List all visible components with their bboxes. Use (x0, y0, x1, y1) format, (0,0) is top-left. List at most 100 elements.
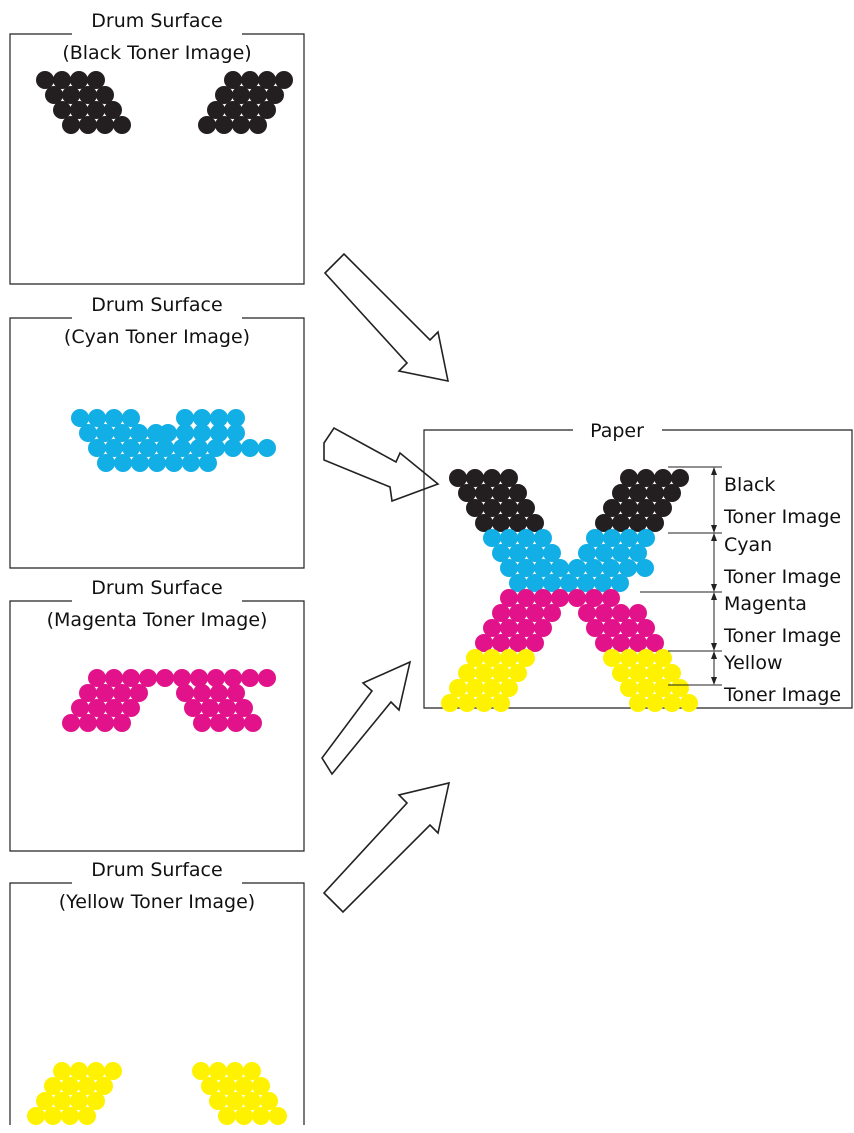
toner-dot-magenta (88, 669, 106, 687)
toner-dot-yellow (78, 1107, 96, 1125)
toner-dot-magenta (173, 669, 191, 687)
paper-dot-yellow (458, 694, 476, 712)
toner-dot-yellow (44, 1077, 62, 1095)
toner-dot-magenta (190, 669, 208, 687)
toner-dot-yellow (252, 1077, 270, 1095)
toner-dot-yellow (260, 1092, 278, 1110)
paper-dot-magenta (492, 634, 510, 652)
paper-dot-cyan (637, 529, 655, 547)
paper-dot-cyan (500, 559, 518, 577)
paper-dot-yellow (637, 649, 655, 667)
toner-dot-yellow (252, 1107, 270, 1125)
paper-dot-black (671, 469, 689, 487)
toner-dot-magenta (113, 714, 131, 732)
drum-subtitle-magenta: (Magenta Toner Image) (47, 609, 268, 631)
toner-dot-magenta (227, 684, 245, 702)
toner-dot-magenta (210, 714, 228, 732)
toner-dot-magenta (156, 669, 174, 687)
paper-dot-yellow (517, 649, 535, 667)
paper-dot-yellow (654, 649, 672, 667)
paper-dot-black (612, 514, 630, 532)
paper-dot-magenta (602, 589, 620, 607)
toner-dot-yellow (209, 1092, 227, 1110)
toner-dot-magenta (193, 714, 211, 732)
toner-dot-cyan (210, 409, 228, 427)
toner-dot-magenta (130, 684, 148, 702)
paper-dot-magenta (629, 604, 647, 622)
paper-dot-cyan (585, 559, 603, 577)
toner-dot-black (53, 101, 71, 119)
paper-dot-cyan (611, 574, 629, 592)
toner-dot-cyan (71, 409, 89, 427)
toner-dot-black (224, 71, 242, 89)
paper-dot-magenta (551, 589, 569, 607)
toner-dot-cyan (207, 439, 225, 457)
paper-dot-magenta (492, 604, 510, 622)
paper-dot-magenta (620, 619, 638, 637)
toner-dot-black (79, 116, 97, 134)
toner-dot-cyan (159, 424, 177, 442)
paper-dot-yellow (680, 694, 698, 712)
toner-dot-black (104, 101, 122, 119)
toner-dot-cyan (227, 409, 245, 427)
paper-dot-black (646, 514, 664, 532)
paper-dot-yellow (663, 664, 681, 682)
paper-dot-cyan (526, 574, 544, 592)
toner-dot-cyan (210, 424, 228, 442)
toner-dots-magenta (62, 669, 276, 732)
paper-dot-cyan (534, 529, 552, 547)
toner-dot-magenta (96, 684, 114, 702)
toner-dot-yellow (226, 1092, 244, 1110)
drum-subtitle-yellow: (Yellow Toner Image) (59, 891, 255, 913)
paper-dot-black (612, 484, 630, 502)
toner-dot-cyan (241, 439, 259, 457)
paper-dot-yellow (475, 694, 493, 712)
paper-dot-black (483, 469, 501, 487)
toner-dot-black (53, 71, 71, 89)
layer-label-cyan-line1: Cyan (724, 534, 772, 556)
drum-subtitle-cyan: (Cyan Toner Image) (64, 326, 250, 348)
toner-dots-yellow (27, 1062, 287, 1125)
toner-dot-magenta (96, 714, 114, 732)
toner-dot-magenta (258, 669, 276, 687)
paper-dot-yellow (500, 649, 518, 667)
drum-panel-cyan: Drum Surface (Cyan Toner Image) (9, 294, 305, 569)
toner-dot-cyan (122, 439, 140, 457)
toner-dot-cyan (113, 424, 131, 442)
paper-dot-magenta (475, 634, 493, 652)
toner-dot-black (275, 71, 293, 89)
paper-dot-cyan (595, 544, 613, 562)
paper-dot-yellow (612, 664, 630, 682)
paper-dot-magenta (543, 604, 561, 622)
paper-dot-cyan (602, 559, 620, 577)
toner-dot-cyan (193, 424, 211, 442)
paper-dot-black (595, 514, 613, 532)
toner-dot-yellow (87, 1062, 105, 1080)
toner-dot-yellow (53, 1092, 71, 1110)
paper-dot-cyan (568, 559, 586, 577)
toner-dot-cyan (131, 454, 149, 472)
paper-dot-black (492, 484, 510, 502)
toner-dot-black (62, 116, 80, 134)
paper-dot-cyan (483, 529, 501, 547)
toner-dot-yellow (44, 1107, 62, 1125)
toner-dot-black (224, 101, 242, 119)
toner-dot-magenta (218, 699, 236, 717)
toner-dot-cyan (88, 409, 106, 427)
paper-dot-magenta (517, 619, 535, 637)
drum-frame-yellow (9, 882, 305, 1125)
toner-dot-black (87, 101, 105, 119)
paper-dot-black (654, 499, 672, 517)
paper-dot-magenta (603, 619, 621, 637)
paper-dot-black (654, 469, 672, 487)
drum-panel-yellow: Drum Surface (Yellow Toner Image) (9, 859, 305, 1125)
paper-dot-yellow (663, 694, 681, 712)
toner-dot-cyan (227, 424, 245, 442)
paper-dot-magenta (509, 604, 527, 622)
paper-dot-black (646, 484, 664, 502)
paper-dot-cyan (629, 544, 647, 562)
paper-dot-black (603, 499, 621, 517)
toner-dot-magenta (88, 699, 106, 717)
toner-dot-cyan (190, 439, 208, 457)
layer-label-yellow-line1: Yellow (723, 652, 783, 674)
